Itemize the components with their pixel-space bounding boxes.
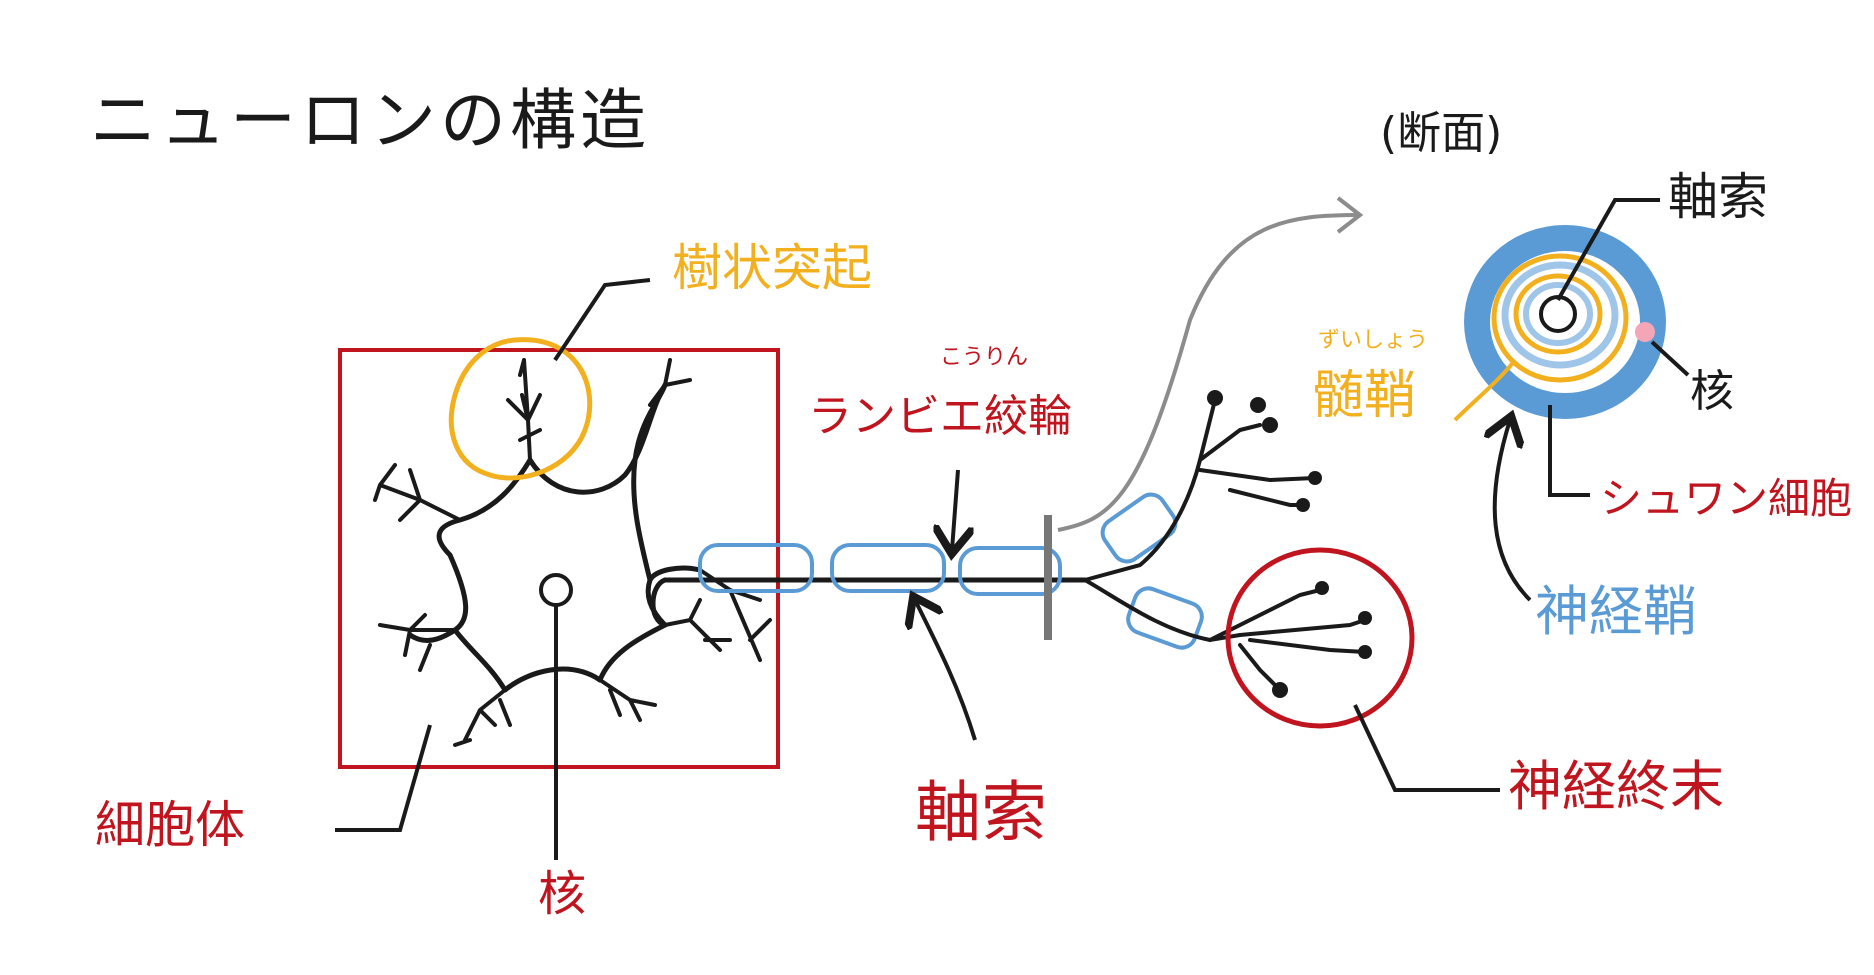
nerve-ending-label: 神経終末 [1508, 755, 1724, 818]
axon-pointer [915, 600, 977, 741]
schwann-label: シュワン細胞 [1600, 474, 1853, 523]
axon-label: 軸索 [915, 774, 1047, 851]
cross-axon-pointer [1556, 198, 1660, 301]
cross-section-arrow [1057, 213, 1361, 532]
ranvier-label: ランビエ絞輪 [808, 391, 1072, 442]
nucleus-label: 核 [538, 866, 587, 922]
axon [650, 577, 1088, 628]
myelin-ring-3 [1513, 273, 1603, 355]
nerve-ending-highlight-circle [1225, 547, 1415, 729]
cell-body-label: 細胞体 [95, 796, 245, 854]
myelin-ring-4 [1523, 282, 1593, 346]
dendrite-label: 樹状突起 [672, 239, 872, 297]
schwann-nucleus [1635, 322, 1655, 342]
myelin-pointer [1453, 358, 1517, 422]
cross-section-arrowhead [1336, 196, 1364, 234]
myelin-ruby: ずいしょう [1318, 328, 1429, 353]
dendrite-branches [373, 358, 772, 747]
neurilemma-pointer [1495, 420, 1532, 602]
myelin-ring-2 [1501, 261, 1619, 369]
ranvier-ruby: こうりん [940, 345, 1029, 370]
terminal-branches [1083, 398, 1367, 692]
dendrite-pointer [553, 278, 651, 362]
cell-body-frame [338, 348, 780, 769]
cross-section-label: (断面) [1380, 108, 1503, 159]
ranvier-pointer [952, 469, 958, 550]
myelin-ring-1 [1491, 253, 1629, 383]
cross-section [1464, 225, 1666, 419]
terminal-knobs [1207, 390, 1372, 698]
cross-axon-label: 軸索 [1668, 168, 1768, 226]
cell-body-pointer [335, 724, 432, 832]
schwann-pointer [1548, 405, 1590, 497]
cross-nucleus-label: 核 [1690, 366, 1734, 417]
cross-nucleus-pointer [1650, 340, 1690, 377]
soma-outline [407, 382, 703, 693]
myelin-segments [698, 492, 1204, 650]
myelin-label: 髄鞘 [1312, 366, 1417, 426]
schwann-cell-outer [1464, 225, 1666, 419]
page-title: ニューロンの構造 [90, 82, 650, 159]
dendrite-highlight-circle [448, 337, 593, 481]
nerve-ending-pointer [1353, 704, 1500, 792]
neurilemma-label: 神経鞘 [1535, 580, 1697, 643]
nucleus-circle [539, 573, 573, 607]
cross-axon-circle [1539, 295, 1577, 333]
